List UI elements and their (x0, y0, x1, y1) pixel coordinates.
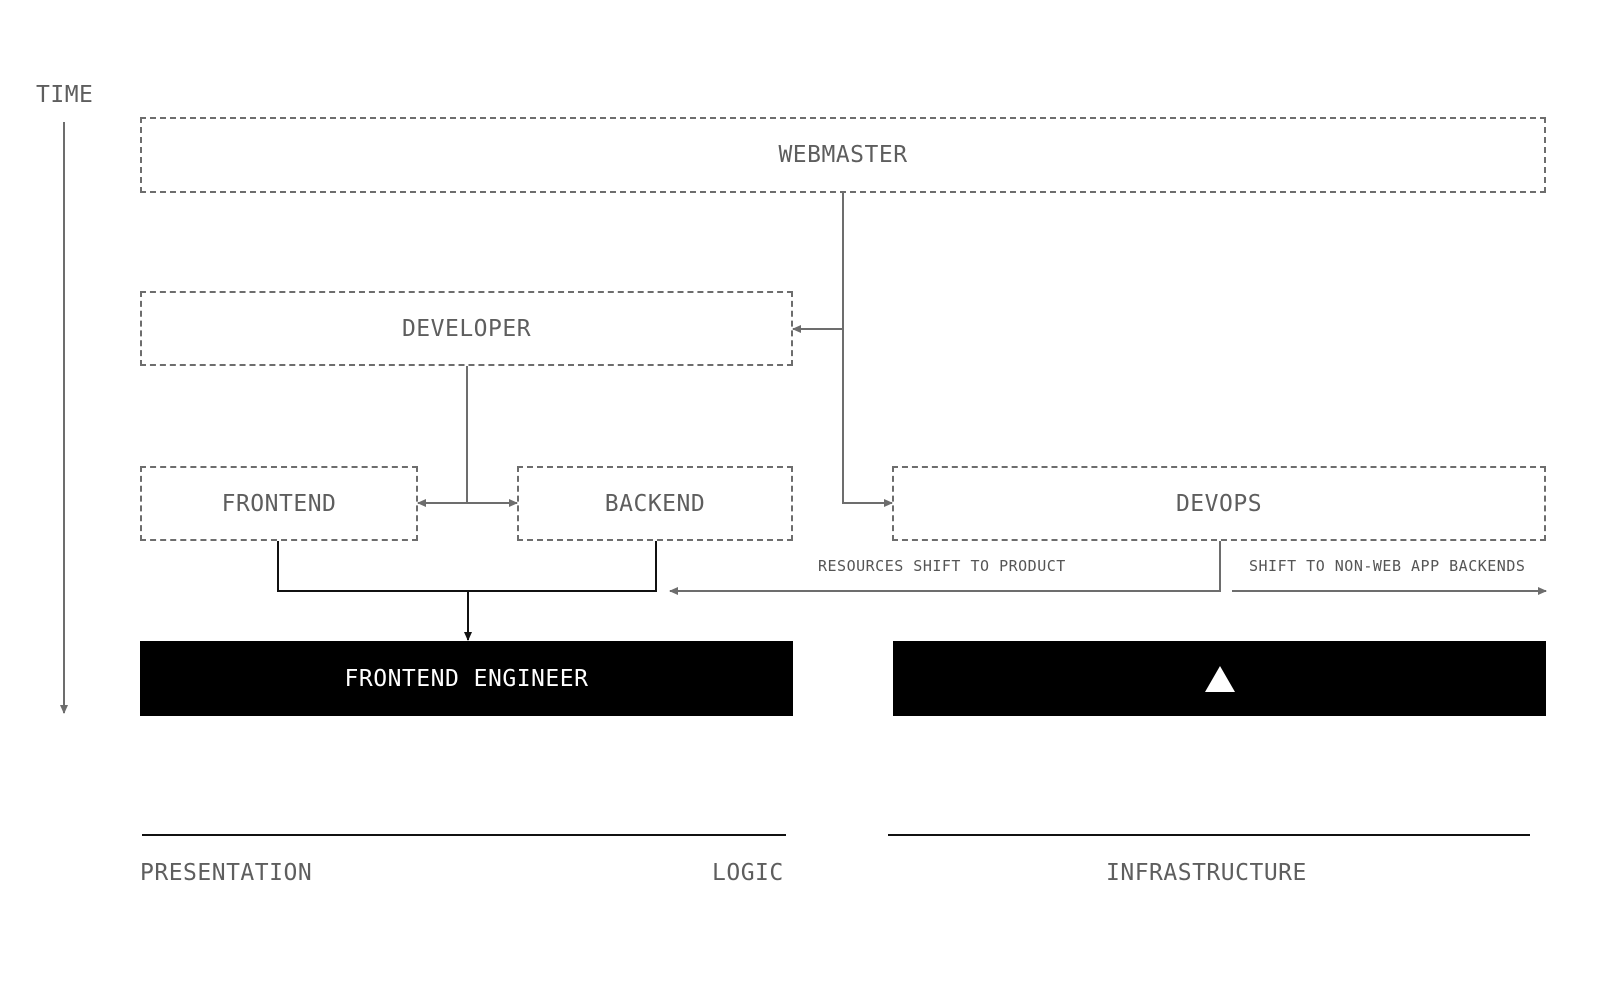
webmaster-node: WEBMASTER (140, 117, 1546, 193)
developer-node: DEVELOPER (140, 291, 793, 366)
time-label: TIME (36, 82, 94, 108)
frontend-engineer-node: FRONTEND ENGINEER (140, 641, 793, 716)
triangle-up-icon (1204, 665, 1235, 692)
infrastructure-label: INFRASTRUCTURE (1106, 860, 1307, 886)
frontend-node: FRONTEND (140, 466, 418, 541)
devops-resources-shift (669, 541, 1221, 595)
webmaster-trunk (842, 193, 893, 507)
backend-node: BACKEND (517, 466, 793, 541)
resources-shift-note: RESOURCES SHIFT TO PRODUCT (818, 557, 1066, 575)
logic-label: LOGIC (712, 860, 784, 886)
presentation-label: PRESENTATION (140, 860, 313, 886)
backend-shift-note: SHIFT TO NON-WEB APP BACKENDS (1249, 557, 1526, 575)
infrastructure-role-node (893, 641, 1546, 716)
frontend-backend-merge (277, 541, 657, 592)
devops-node: DEVOPS (892, 466, 1546, 541)
